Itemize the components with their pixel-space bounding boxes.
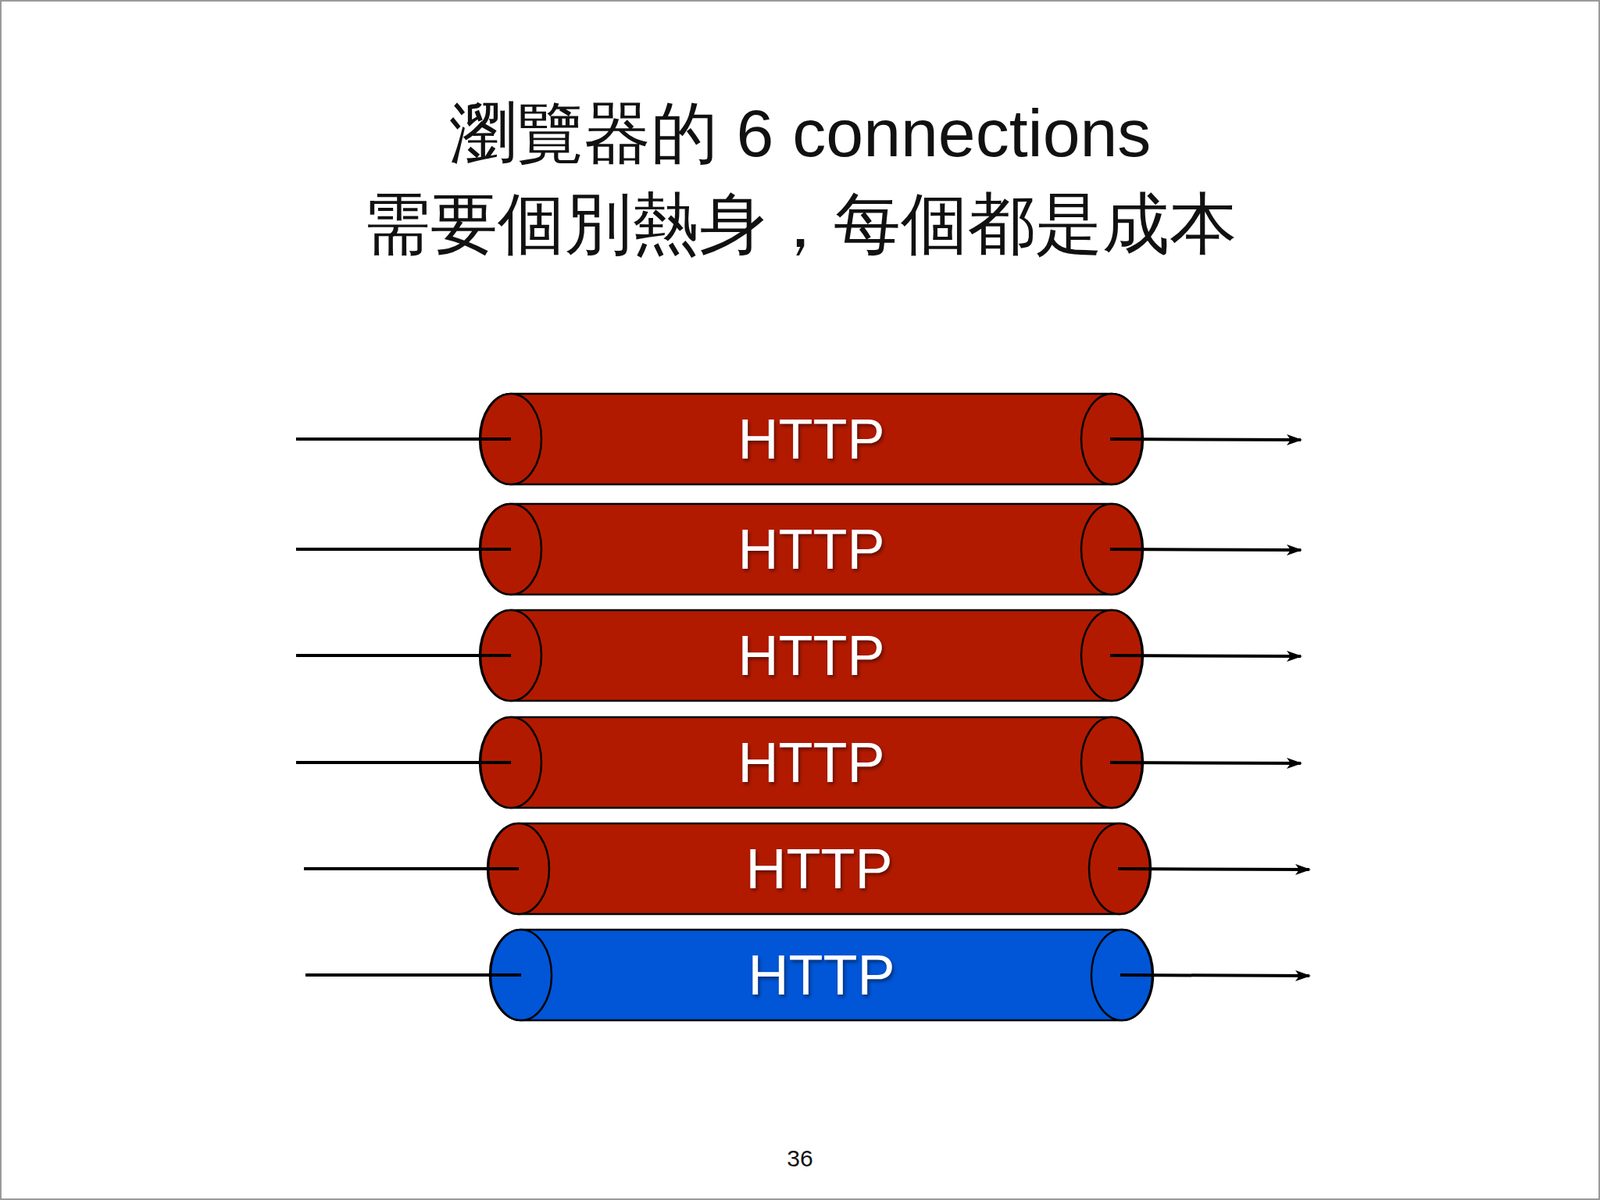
protocol-label: HTTP (479, 716, 1143, 809)
http-connection-pipe: HTTP (479, 392, 1143, 486)
protocol-label: HTTP (479, 392, 1143, 486)
incoming-line (296, 653, 511, 658)
incoming-line (296, 760, 511, 765)
incoming-line (296, 547, 511, 551)
cylinder-body (479, 503, 1143, 595)
http-connection-pipe: HTTP (489, 928, 1154, 1022)
http-connection-pipe: HTTP (479, 716, 1143, 809)
protocol-label: HTTP (479, 609, 1143, 702)
incoming-line (303, 867, 519, 871)
cylinder-body (479, 393, 1143, 485)
outgoing-arrow (1110, 549, 1301, 550)
outgoing-arrow (1110, 762, 1301, 764)
protocol-label: HTTP (489, 928, 1154, 1022)
incoming-line (296, 437, 511, 441)
cylinder-body (479, 717, 1143, 808)
incoming-line (305, 973, 522, 977)
cylinder-body (489, 929, 1154, 1021)
outgoing-arrow (1110, 655, 1301, 657)
outgoing-arrow (1110, 439, 1301, 440)
http-connection-pipe: HTTP (479, 609, 1143, 702)
outgoing-arrow (1120, 975, 1310, 976)
http-connection-pipe: HTTP (479, 503, 1143, 596)
protocol-label: HTTP (479, 503, 1143, 596)
page-number: 36 (721, 1145, 879, 1172)
cylinder-body (487, 823, 1151, 915)
slide-title: 瀏覽器的 6 connections 需要個別熱身，每個都是成本 (253, 87, 1347, 269)
cylinder-body (479, 610, 1143, 701)
http-connection-pipe: HTTP (487, 822, 1151, 915)
outgoing-arrow (1117, 868, 1310, 870)
protocol-label: HTTP (487, 822, 1151, 915)
